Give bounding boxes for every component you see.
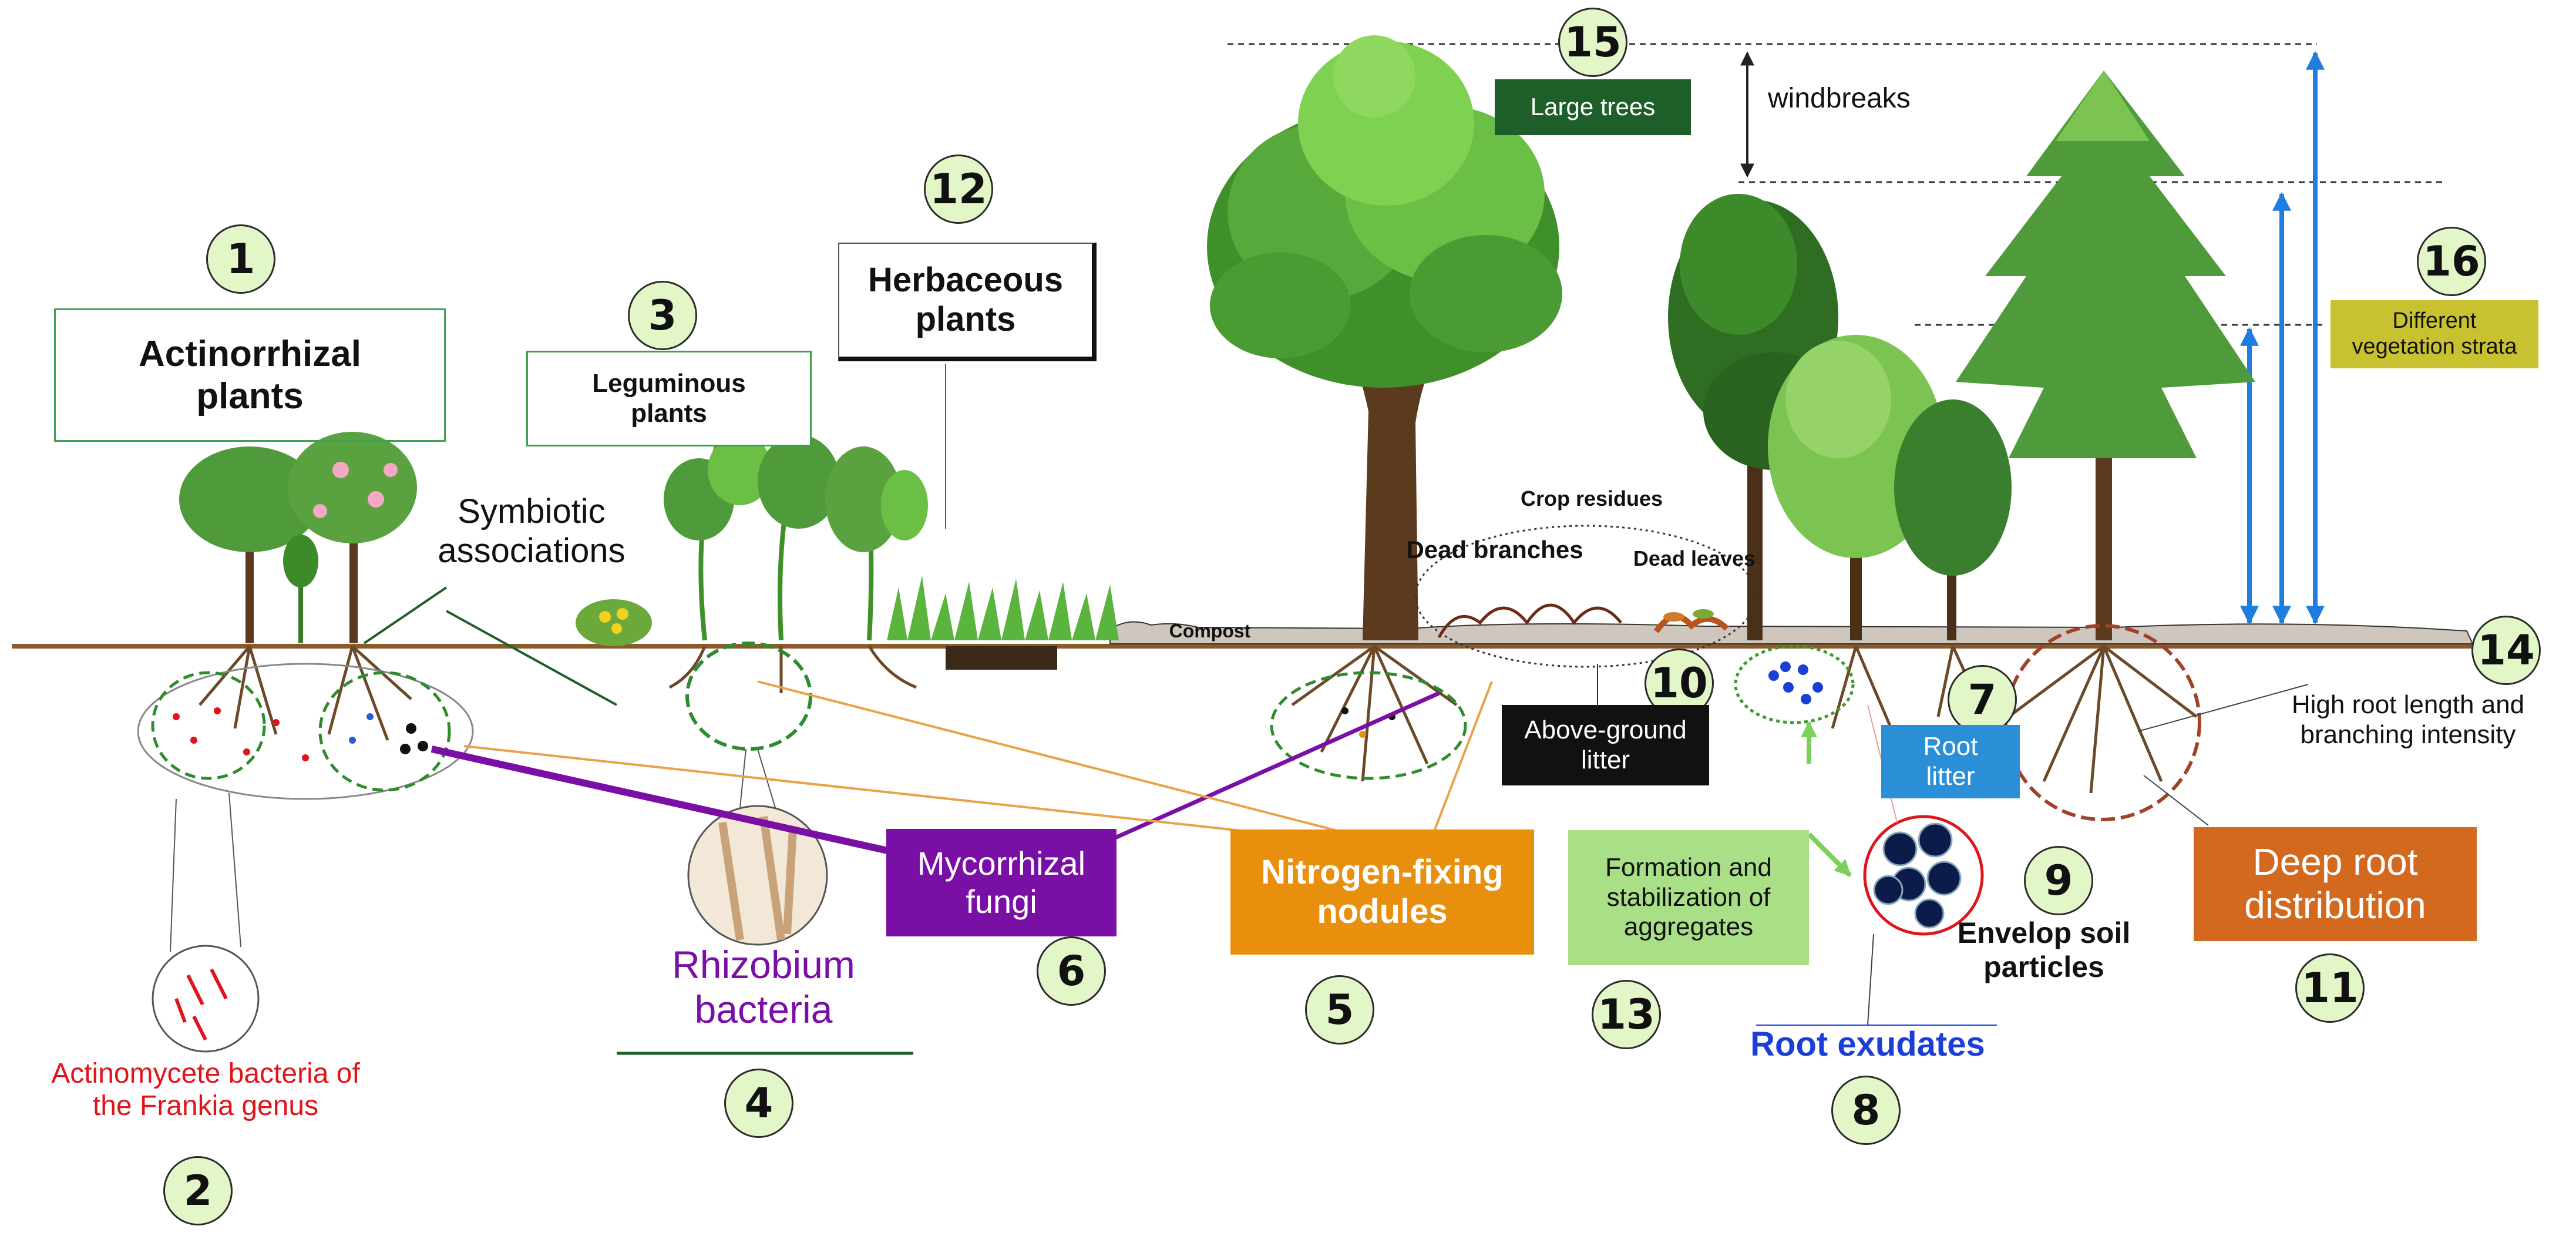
above-ground-litter-label: Above-ground litter — [1502, 705, 1709, 785]
number-8-badge: 8 — [1831, 1076, 1901, 1145]
frankia-bacteria-label: Actinomycete bacteria of the Frankia gen… — [51, 1058, 360, 1122]
aggregates-label: Formation and stabilization of aggregate… — [1568, 830, 1809, 965]
number-13-badge: 13 — [1592, 980, 1661, 1049]
leguminous-plants-label: Leguminous plants — [526, 351, 812, 446]
number-11-badge: 11 — [2295, 953, 2365, 1023]
connector-lines — [363, 364, 2309, 1055]
large-trees-label: Large trees — [1495, 79, 1691, 135]
root-exudates-label: Root exudates — [1750, 1025, 1985, 1063]
number-14-badge: 14 — [2471, 616, 2541, 685]
crop-residues-label: Crop residues — [1520, 486, 1663, 511]
number-1-badge: 1 — [206, 224, 275, 294]
soil-microbes — [173, 661, 1823, 761]
number-16-badge: 16 — [2417, 227, 2486, 296]
strata-arrows — [2240, 51, 2325, 625]
roots — [199, 644, 2198, 794]
nitrogen-fixing-nodules-label: Nitrogen-fixing nodules — [1230, 829, 1534, 955]
high-root-length-label: High root length and branching intensity — [2291, 690, 2525, 749]
large-tree — [1207, 35, 1562, 640]
number-12-badge: 12 — [924, 155, 993, 224]
tall-tree — [1956, 70, 2255, 640]
number-7-badge: 7 — [1948, 665, 2017, 734]
number-6-badge: 6 — [1037, 936, 1106, 1006]
dead-leaves-label: Dead leaves — [1633, 546, 1756, 570]
number-5-badge: 5 — [1305, 975, 1374, 1045]
envelop-soil-particles-label: Envelop soil particles — [1957, 916, 2131, 983]
small-tree — [1894, 399, 2012, 640]
mycorrhizal-fungi-label: Mycorrhizal fungi — [886, 829, 1117, 936]
compost-label: Compost — [1169, 620, 1251, 642]
number-9-badge: 9 — [2024, 846, 2093, 915]
number-4-badge: 4 — [724, 1069, 793, 1138]
root-litter-label: Root litter — [1881, 725, 2020, 798]
zoom-circles — [152, 704, 1984, 1053]
symbiotic-associations-label: Symbiotic associations — [438, 492, 625, 570]
actinorrhizal-trees — [179, 432, 417, 643]
litter — [1414, 525, 1757, 668]
number-2-badge: 2 — [163, 1156, 233, 1225]
rhizobium-bacteria-label: Rhizobium bacteria — [672, 943, 855, 1031]
windbreaks-label: windbreaks — [1768, 83, 1911, 114]
deep-root-distribution-label: Deep root distribution — [2194, 827, 2477, 941]
actinorrhizal-plants-label: Actinorrhizal plants — [54, 308, 446, 442]
herbaceous-plants-label: Herbaceous plants — [838, 243, 1097, 361]
vegetation-strata-label: Different vegetation strata — [2330, 300, 2538, 368]
herbaceous-plants — [887, 576, 1119, 670]
number-15-badge: 15 — [1558, 8, 1627, 77]
number-3-badge: 3 — [628, 281, 697, 350]
dead-branches-label: Dead branches — [1406, 536, 1583, 563]
leguminous-plants — [576, 435, 928, 646]
